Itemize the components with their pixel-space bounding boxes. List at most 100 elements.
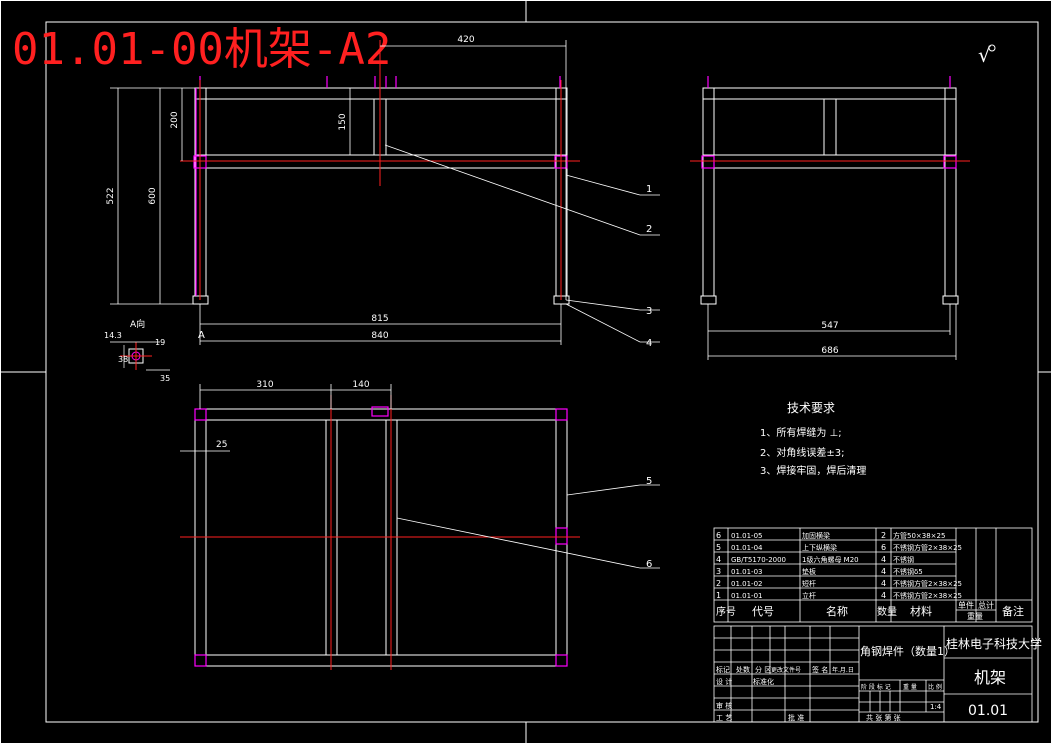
bom-h-weight: 重量 (967, 611, 983, 621)
bom-cell: 01.01-05 (731, 532, 762, 540)
tb-zone: 分 区 (755, 665, 771, 674)
dim-14-3: 14.3 (104, 331, 122, 340)
dim-140: 140 (352, 380, 369, 390)
balloon-2: 2 (646, 224, 652, 235)
bom-cell: 5 (716, 543, 721, 552)
bom-cell: 不锈钢方管2×38×25 (893, 579, 962, 588)
note-2: 2、对角线误差±3; (760, 446, 844, 459)
bom-cell: 立杆 (802, 591, 816, 600)
tb-design: 设 计 (716, 677, 732, 686)
bom-cell: 4 (881, 591, 886, 600)
bom-cell: 2 (881, 531, 886, 540)
tb-ratio: 比 例 (928, 683, 942, 691)
tb-sign: 签 名 (812, 665, 828, 674)
bom-h-total: 总计 (978, 600, 994, 610)
dim-840: 840 (371, 331, 388, 341)
section-label: A (198, 330, 205, 341)
bom-cell: 不锈钢δ5 (893, 567, 923, 576)
dim-38: 38 (118, 355, 128, 364)
bom-h-qty: 数量 (877, 605, 897, 618)
dim-19: 19 (155, 338, 165, 347)
technical-requirements: 技术要求 1、所有焊缝为 ⊥; 2、对角线误差±3; 3、焊接牢固，焊后清理 (760, 401, 866, 477)
bom-cell: 不锈钢方管2×38×25 (893, 591, 962, 600)
note-1: 1、所有焊缝为 ⊥; (760, 426, 842, 439)
detail-a-view: A向 14.3 19 38 35 (104, 318, 170, 383)
drawing-title: 01.01-00机架-A2 (12, 24, 391, 75)
tb-date: 年.月.日 (832, 666, 854, 674)
tb-process: 工 艺 (716, 714, 732, 722)
balloon-5: 5 (646, 476, 652, 487)
dim-25: 25 (216, 440, 227, 450)
tb-check: 审 核 (716, 701, 732, 710)
dim-815: 815 (371, 314, 388, 324)
tb-university: 桂林电子科技大学 (946, 636, 1042, 651)
tb-part-name: 机架 (974, 668, 1006, 687)
bom-cell: 4 (881, 567, 886, 576)
bom-h-remark: 备注 (1002, 604, 1024, 618)
bom-h-name: 名称 (826, 604, 848, 618)
bom-cell: 4 (881, 579, 886, 588)
bom-cell: 上下纵横梁 (802, 543, 837, 552)
dim-522: 522 (106, 187, 116, 204)
bom-cell: 3 (716, 567, 721, 576)
bom-h-unit: 单件 (958, 600, 974, 610)
bom-cell: 1 (716, 591, 721, 600)
bom-cell: 01.01-03 (731, 568, 762, 576)
front-view: 420 522 600 200 150 815 840 A 1 2 3 4 (106, 35, 660, 349)
tb-drawing-no: 01.01 (968, 703, 1008, 719)
bom-cell: 01.01-02 (731, 580, 762, 588)
bom-cell: 2 (716, 579, 721, 588)
bom-cell: 4 (881, 555, 886, 564)
dim-600: 600 (148, 187, 158, 204)
bom-cell: 01.01-01 (731, 592, 762, 600)
dim-200: 200 (170, 111, 180, 128)
bom-cell: 方管50×38×25 (893, 531, 945, 540)
dim-686: 686 (821, 346, 838, 356)
tb-std: 标准化 (753, 677, 774, 686)
tb-change-doc: 更改文件号 (771, 666, 801, 674)
tb-material: 角钢焊件（数量1） (860, 644, 955, 658)
balloon-4: 4 (646, 338, 652, 349)
side-view: 547 686 (690, 76, 970, 360)
dim-150: 150 (338, 113, 348, 130)
dim-35: 35 (160, 374, 170, 383)
balloon-1: 1 (646, 184, 652, 195)
bom-cell: 不锈钢 (893, 555, 914, 564)
bom-cell: 加固横梁 (802, 531, 830, 540)
bom-cell: GB/T5170-2000 (731, 556, 786, 564)
tb-approve: 批 准 (788, 713, 804, 722)
notes-heading: 技术要求 (787, 401, 835, 415)
tb-scale: 1:4 (930, 703, 942, 711)
dim-547: 547 (821, 321, 838, 331)
bom-h-no: 序号 (716, 605, 736, 618)
tb-mark: 标记 (716, 665, 730, 674)
bom-cell: 4 (716, 555, 721, 564)
svg-text:√: √ (978, 43, 991, 67)
bom-h-material: 材料 (910, 604, 932, 618)
dim-420: 420 (457, 35, 474, 45)
tb-weight: 重 量 (903, 683, 917, 691)
bom-cell: 垫板 (802, 567, 816, 576)
dim-310: 310 (256, 380, 273, 390)
bom-cell: 6 (881, 543, 886, 552)
bom-h-code: 代号 (752, 605, 774, 618)
bom-cell: 01.01-04 (731, 544, 763, 552)
note-3: 3、焊接牢固，焊后清理 (760, 464, 866, 477)
tb-sheets: 共 张 第 张 (866, 713, 901, 722)
title-block: 角钢焊件（数量1） 桂林电子科技大学 机架 01.01 1:4 标记 处数 分 … (713, 625, 1042, 723)
balloon-6: 6 (646, 559, 652, 570)
bom-cell: 6 (716, 531, 721, 540)
tb-stage: 阶 段 标 记 (861, 683, 891, 691)
bom-cell: 1级六角螺母 M20 (802, 555, 859, 564)
balloon-3: 3 (646, 306, 652, 317)
top-view: 310 140 25 5 6 (180, 380, 660, 670)
tb-count: 处数 (736, 665, 750, 674)
roughness-symbol: √ (978, 43, 996, 67)
bom-cell: 短杆 (802, 579, 816, 588)
bom-cell: 不锈钢方管2×38×25 (893, 543, 962, 552)
detail-a-title: A向 (130, 318, 145, 330)
